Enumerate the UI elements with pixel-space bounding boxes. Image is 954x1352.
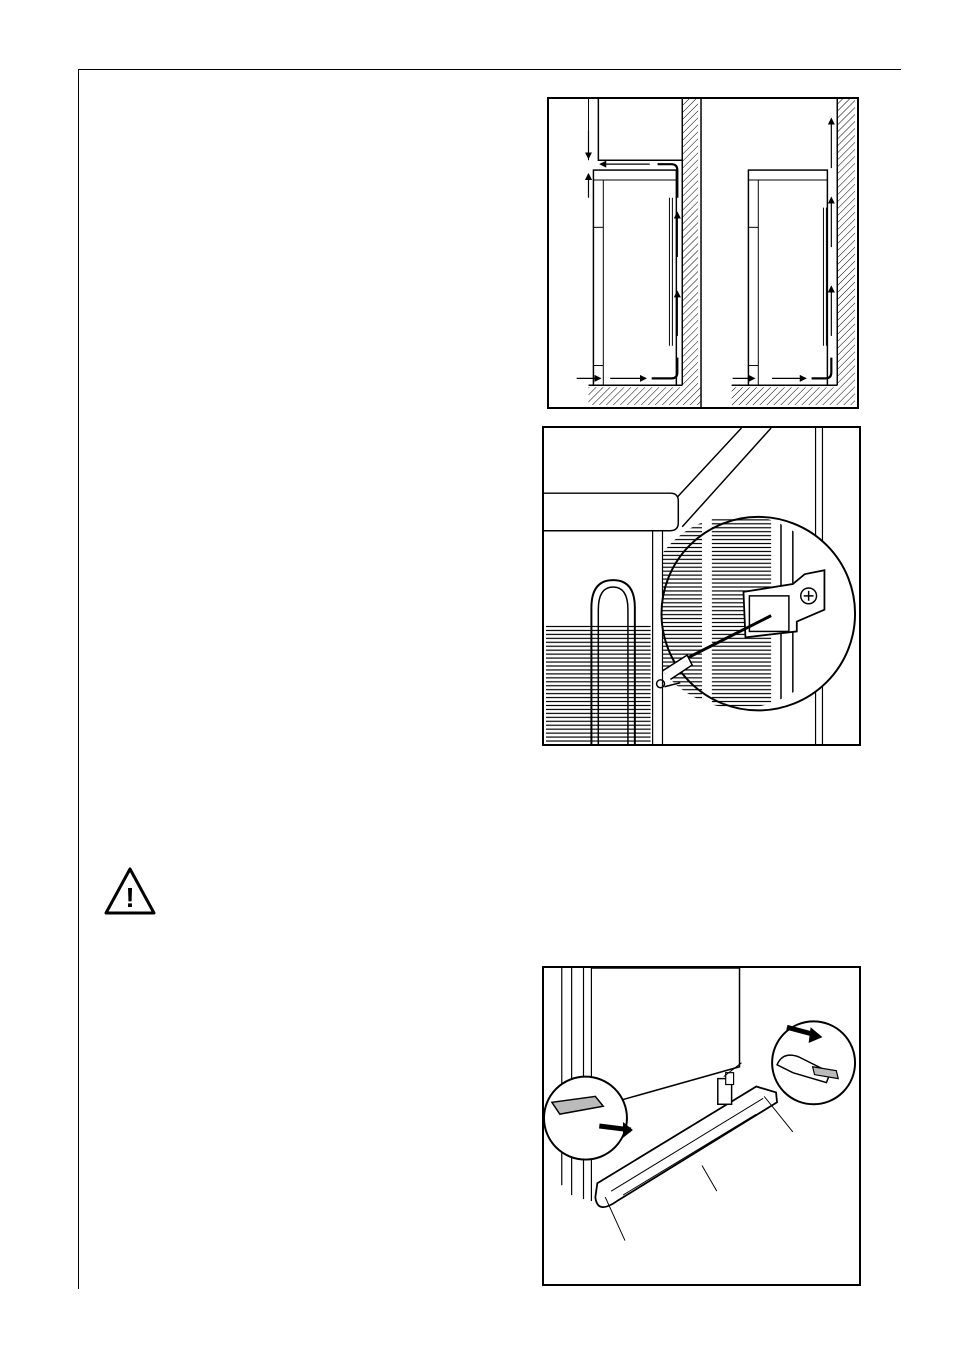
page-left-rule (78, 69, 79, 1289)
warning-triangle-icon: ! (104, 866, 156, 916)
warning-glyph: ! (125, 882, 134, 913)
page-top-rule (78, 69, 901, 70)
ventilation-airflow-figure (547, 97, 859, 409)
screwdriver-spacer-illustration-icon (544, 428, 859, 744)
plinth-clip-illustration-icon (544, 968, 859, 1284)
airflow-diagram-icon (549, 99, 857, 407)
plinth-clip-figure (542, 966, 861, 1286)
wall-spacer-figure (542, 426, 861, 746)
